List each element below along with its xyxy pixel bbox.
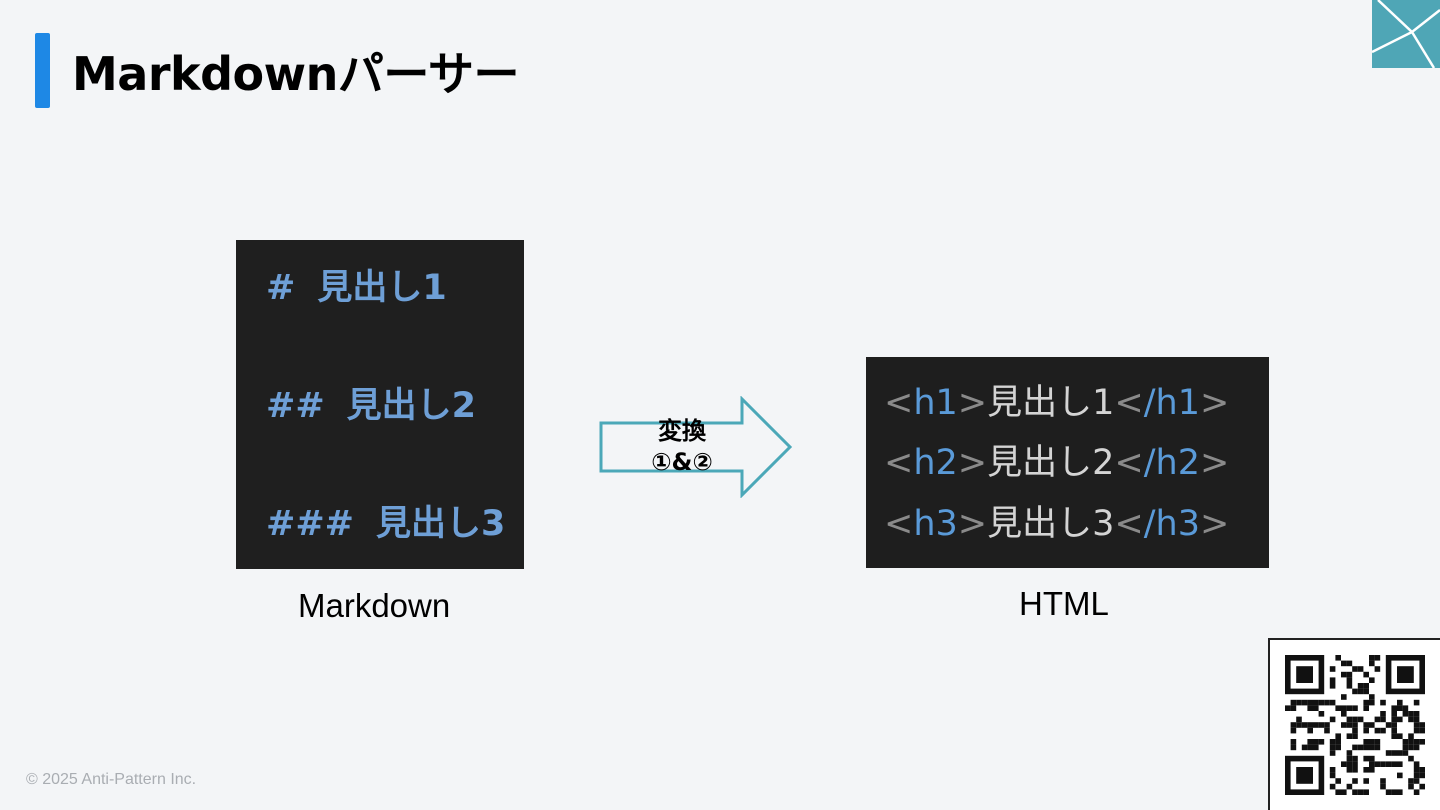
markdown-hash: ###	[266, 504, 354, 544]
html-text: 見出し3	[987, 504, 1115, 544]
markdown-caption: Markdown	[298, 587, 451, 624]
markdown-heading-text: 見出し1	[317, 268, 447, 308]
markdown-hash: ##	[266, 386, 325, 426]
html-open-tag: h3	[913, 504, 958, 544]
html-line-h3: <h3>見出し3</h3>	[884, 504, 1230, 544]
markdown-code-panel: # 見出し1 ## 見出し2 ### 見出し3	[236, 240, 524, 569]
arrow-label-line1: 変換	[658, 417, 706, 445]
html-text: 見出し1	[987, 383, 1115, 423]
html-close-tag: /h3	[1143, 504, 1200, 544]
markdown-line-h1: # 見出し1	[266, 266, 447, 310]
markdown-hash: #	[266, 268, 296, 308]
qr-code-icon[interactable]	[1268, 638, 1440, 810]
html-text: 見出し2	[987, 443, 1115, 483]
right-arrow-icon	[599, 396, 793, 498]
corner-logo-icon	[1371, 0, 1440, 69]
arrow-label-line2: ①&②	[651, 448, 713, 476]
html-close-tag: /h2	[1143, 443, 1200, 483]
markdown-heading-text: 見出し2	[346, 386, 477, 426]
html-open-tag: h1	[913, 383, 958, 423]
html-caption: HTML	[1019, 585, 1109, 622]
arrow-label: 変換 ①&②	[600, 416, 764, 478]
html-line-h2: <h2>見出し2</h2>	[884, 443, 1230, 483]
title-accent-bar	[35, 33, 50, 108]
html-close-tag: /h1	[1143, 383, 1200, 423]
markdown-line-h2: ## 見出し2	[266, 384, 476, 428]
html-code-panel: <h1>見出し1</h1> <h2>見出し2</h2> <h3>見出し3</h3…	[866, 357, 1269, 568]
html-line-h1: <h1>見出し1</h1>	[884, 383, 1230, 423]
markdown-heading-text: 見出し3	[375, 504, 506, 544]
slide-title: Markdownパーサー	[72, 47, 519, 101]
html-open-tag: h2	[913, 443, 958, 483]
copyright-text: © 2025 Anti-Pattern Inc.	[26, 771, 197, 788]
markdown-line-h3: ### 見出し3	[266, 502, 505, 546]
